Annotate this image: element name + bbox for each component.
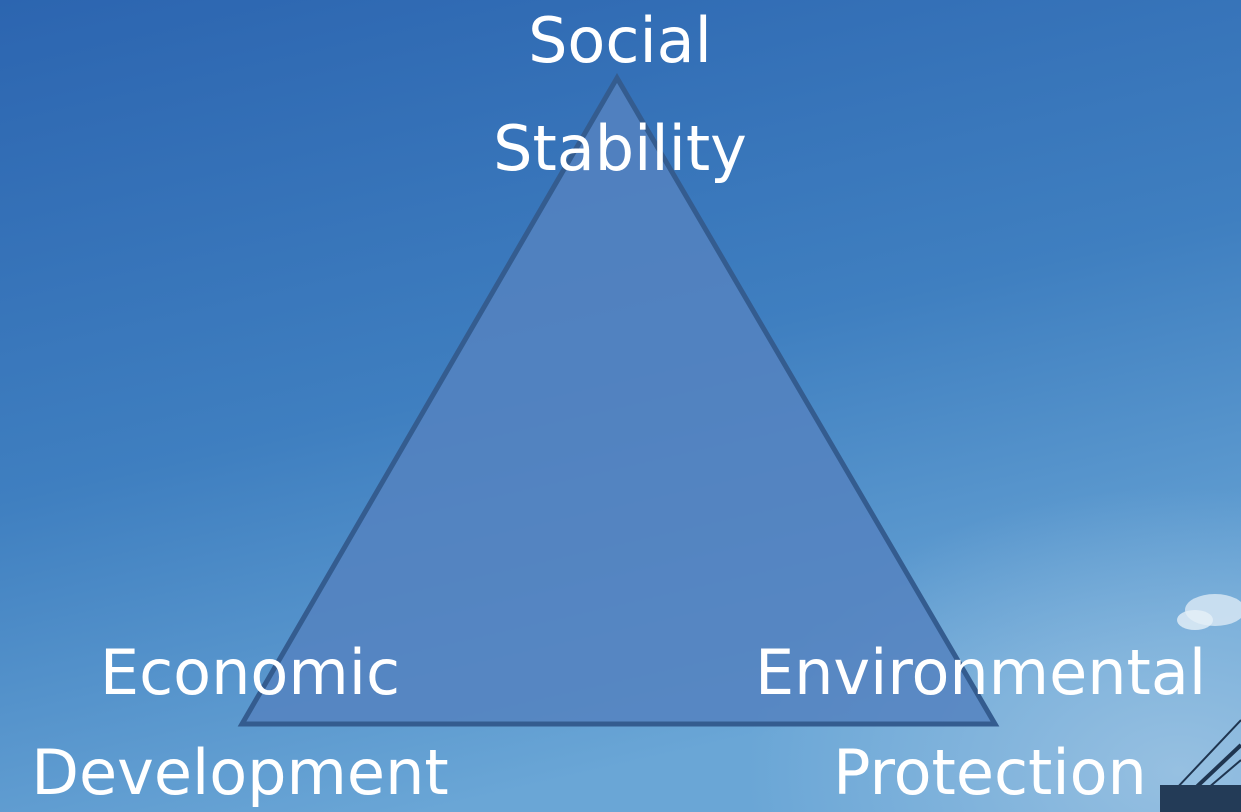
top-vertex-label-line2: Stability xyxy=(493,112,747,185)
bottom-left-vertex-label-line2: Development xyxy=(31,736,449,809)
bottom-left-vertex-label-line1: Economic xyxy=(99,636,401,709)
top-vertex-label-line1: Social xyxy=(528,4,712,77)
crane-structure xyxy=(1160,719,1241,812)
bottom-right-vertex-label-line2: Protection xyxy=(833,736,1147,809)
bottom-right-vertex-label-line1: Environmental xyxy=(754,636,1207,709)
sustainability-triangle xyxy=(237,73,1000,727)
cloud-patch xyxy=(1177,594,1241,630)
